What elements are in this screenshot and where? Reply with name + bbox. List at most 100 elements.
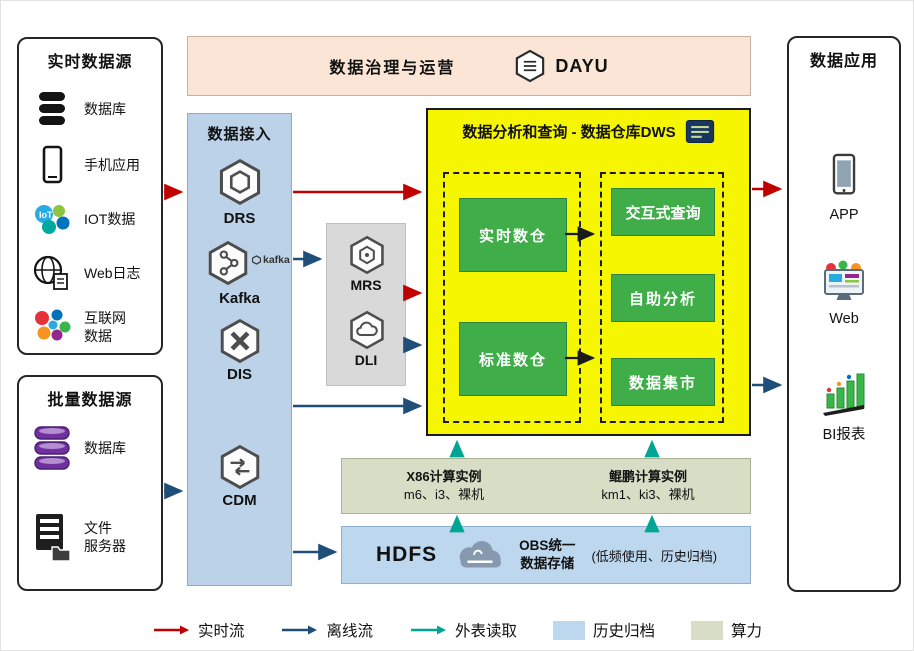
realtime-warehouse-node: 实时数仓 xyxy=(459,198,567,272)
dws-panel: 数据分析和查询 - 数据仓库DWS 实时数仓 标准数仓 交互式查询 自助分析 数… xyxy=(426,108,751,436)
x86-title: X86计算实例 xyxy=(406,469,482,485)
web-monitor-icon xyxy=(819,260,869,304)
dws-left-group: 实时数仓 标准数仓 xyxy=(443,172,581,423)
interactive-query-label: 交互式查询 xyxy=(625,204,701,222)
legend-label: 外表读取 xyxy=(454,623,517,640)
batch-sources-panel: 批量数据源 数据库 文件 服务器 xyxy=(17,375,163,591)
legend: 实时流 离线流 外表读取 历史归档 算力 xyxy=(1,614,913,646)
drs-hexagon-icon xyxy=(216,158,264,206)
dws-document-icon xyxy=(685,120,714,143)
dayu-hexagon-icon xyxy=(516,49,545,83)
dws-title: 数据分析和查询 - 数据仓库DWS xyxy=(462,124,676,141)
dis-hexagon-icon xyxy=(217,318,263,364)
drs-label: DRS xyxy=(223,210,256,227)
source-item-database: 数据库 xyxy=(29,83,157,135)
app-item-app: APP xyxy=(789,150,899,223)
kafka-mini-icon xyxy=(252,255,261,265)
realtime-sources-title: 实时数据源 xyxy=(47,54,133,71)
legend-label: 离线流 xyxy=(326,623,373,640)
kafka-hexagon-icon xyxy=(205,240,251,286)
source-item-label: IOT数据 xyxy=(84,210,136,227)
dayu-logo: DAYU xyxy=(513,49,608,83)
compute-instances-panel: X86计算实例 m6、i3、裸机 鲲鹏计算实例 km1、ki3、裸机 xyxy=(341,458,751,514)
legend-label: 历史归档 xyxy=(593,623,656,640)
kafka-wordmark: kafka xyxy=(252,254,290,266)
data-access-panel: 数据接入 DRS kafka Kafka DIS CDM xyxy=(187,113,292,586)
legend-label: 算力 xyxy=(731,623,763,640)
teal-arrow-icon xyxy=(410,625,446,635)
legend-realtime-flow: 实时流 xyxy=(152,619,245,641)
mrs-dli-panel: MRS DLI xyxy=(326,223,406,386)
legend-label: 实时流 xyxy=(197,623,245,640)
batch-item-label: 数据库 xyxy=(84,439,126,456)
source-item-label: 手机应用 xyxy=(84,156,140,173)
self-service-analysis-node: 自助分析 xyxy=(611,274,715,322)
svg-text:IoT: IoT xyxy=(39,210,53,220)
obs-note: (低频使用、历史归档) xyxy=(591,548,718,564)
dis-label: DIS xyxy=(226,366,252,383)
source-item-mobile-app: 手机应用 xyxy=(29,139,157,191)
hdfs-label: HDFS xyxy=(376,543,438,566)
dayu-logo-text: DAYU xyxy=(555,55,609,76)
web-log-icon xyxy=(29,250,75,296)
kunpeng-compute-cell: 鲲鹏计算实例 km1、ki3、裸机 xyxy=(546,459,750,513)
applications-panel: 数据应用 APP Web BI报表 xyxy=(787,36,901,592)
realtime-sources-panel: 实时数据源 数据库 手机应用 IoT IOT数据 Web日志 xyxy=(17,37,163,355)
source-item-iot: IoT IOT数据 xyxy=(29,193,157,245)
legend-compute: 算力 xyxy=(691,619,762,641)
internet-data-icon xyxy=(29,304,75,350)
realtime-warehouse-label: 实时数仓 xyxy=(478,227,547,245)
governance-title: 数据治理与运营 xyxy=(329,60,456,77)
red-arrow-icon xyxy=(153,625,189,635)
x86-subtitle: m6、i3、裸机 xyxy=(403,487,485,502)
source-item-weblog: Web日志 xyxy=(29,247,157,299)
batch-item-label: 文件 服务器 xyxy=(84,519,126,554)
kafka-wordmark-text: kafka xyxy=(263,254,290,266)
iot-icon: IoT xyxy=(29,196,75,242)
source-item-label: Web日志 xyxy=(84,264,141,281)
kafka-label: Kafka xyxy=(219,290,260,307)
governance-bar: 数据治理与运营 DAYU xyxy=(187,36,751,96)
data-mart-node: 数据集市 xyxy=(611,358,715,406)
source-item-label: 数据库 xyxy=(84,100,126,117)
database-stack-icon xyxy=(29,425,75,471)
applications-title: 数据应用 xyxy=(809,53,878,70)
obs-cloud-icon xyxy=(459,541,502,568)
app-item-label: BI报表 xyxy=(822,427,866,443)
interactive-query-node: 交互式查询 xyxy=(611,188,715,236)
standard-warehouse-label: 标准数仓 xyxy=(478,351,547,369)
self-service-analysis-label: 自助分析 xyxy=(628,290,697,308)
batch-sources-title: 批量数据源 xyxy=(47,392,133,409)
legend-archive: 历史归档 xyxy=(553,619,655,641)
app-item-label: Web xyxy=(829,311,859,327)
batch-item-file-server: 文件 服务器 xyxy=(29,502,157,572)
data-mart-label: 数据集市 xyxy=(628,374,697,392)
compute-swatch xyxy=(691,620,724,640)
file-server-icon xyxy=(29,514,75,562)
dws-right-group: 交互式查询 自助分析 数据集市 xyxy=(600,172,724,423)
app-item-bi: BI报表 xyxy=(789,370,899,444)
x86-compute-cell: X86计算实例 m6、i3、裸机 xyxy=(342,459,546,513)
standard-warehouse-node: 标准数仓 xyxy=(459,322,567,396)
cdm-label: CDM xyxy=(222,492,257,509)
source-item-label: 互联网 数据 xyxy=(84,309,126,344)
dli-label: DLI xyxy=(354,352,378,368)
legend-offline-flow: 离线流 xyxy=(280,619,373,641)
obs-label: OBS统一 数据存储 xyxy=(519,537,576,571)
legend-external-read: 外表读取 xyxy=(409,619,517,641)
app-item-web: Web xyxy=(789,260,899,327)
mrs-hexagon-icon xyxy=(347,235,387,275)
hdfs-obs-panel: HDFS OBS统一 数据存储 (低频使用、历史归档) xyxy=(341,526,751,584)
source-item-internet: 互联网 数据 xyxy=(29,301,157,353)
dli-hexagon-icon xyxy=(347,310,387,350)
app-item-label: APP xyxy=(829,207,859,223)
data-access-title: 数据接入 xyxy=(207,126,272,143)
mrs-label: MRS xyxy=(350,277,382,293)
blue-arrow-icon xyxy=(282,625,318,635)
database-icon xyxy=(29,86,75,132)
phone-icon xyxy=(29,142,75,188)
batch-item-database: 数据库 xyxy=(29,417,157,479)
kunpeng-title: 鲲鹏计算实例 xyxy=(608,469,687,485)
dws-title-row: 数据分析和查询 - 数据仓库DWS xyxy=(428,119,749,144)
